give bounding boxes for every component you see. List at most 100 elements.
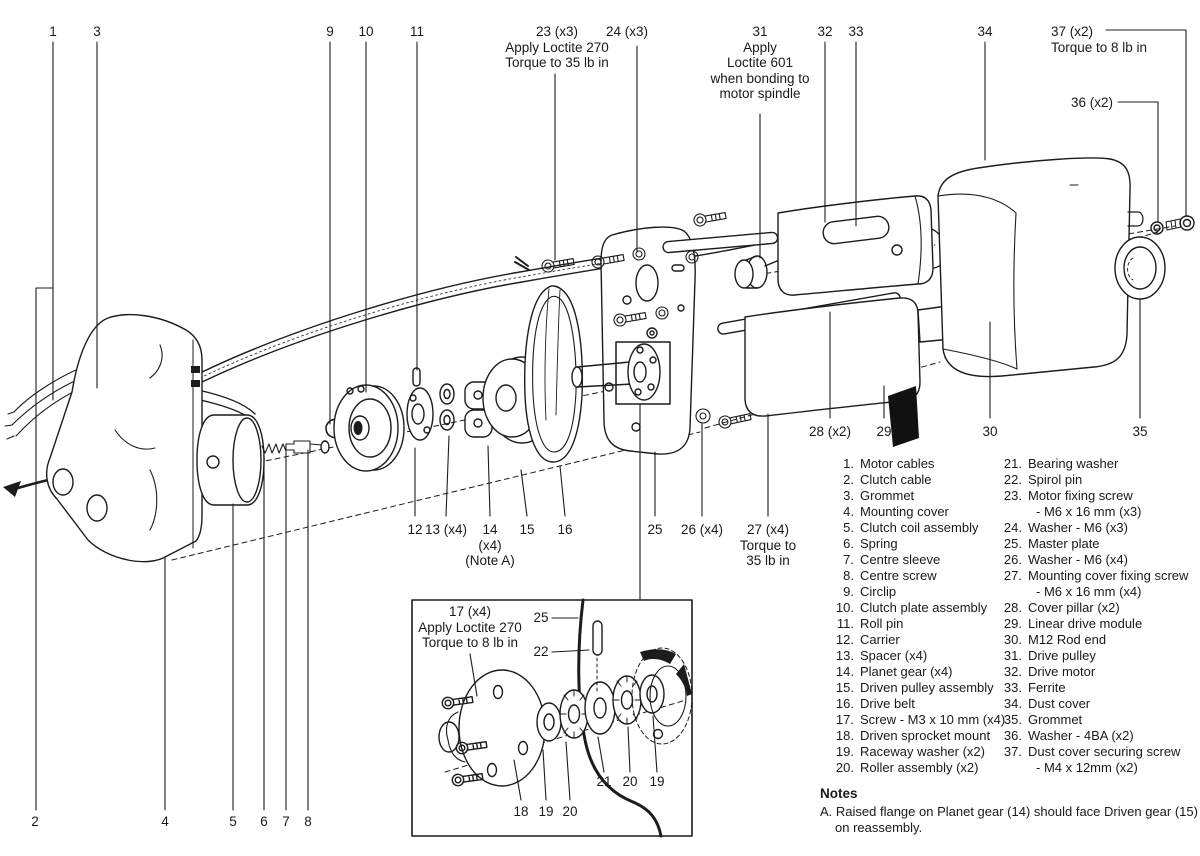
part-number: 35. <box>1003 712 1022 727</box>
part-label: Spring <box>860 536 898 551</box>
callout-28: 28 (x2) <box>808 424 852 439</box>
callout-34: 34 <box>977 24 993 39</box>
inset-callout-19: 19 <box>538 804 554 819</box>
part-label: Circlip <box>860 584 897 599</box>
parts-list-item: 19. Raceway washer (x2) <box>828 744 1005 760</box>
part-number: 18. <box>835 728 854 743</box>
parts-list-item: 16.Drive belt <box>828 696 1005 712</box>
callout-1: 1 <box>49 24 57 39</box>
parts-list-item: 21.Bearing washer <box>996 456 1188 472</box>
part-label-continuation: - M6 x 16 mm (x3) <box>1036 504 1142 519</box>
parts-list-item: 33.Ferrite <box>996 680 1188 696</box>
part-label: Clutch cable <box>860 472 932 487</box>
callout-25: 25 <box>647 522 663 537</box>
callout-29: 29 <box>876 424 892 439</box>
inset-callout-25: 25 <box>533 610 549 625</box>
callout-35: 35 <box>1132 424 1148 439</box>
part-number: 24. <box>1003 520 1022 535</box>
part-label: Roll pin <box>860 616 904 631</box>
part-label: Roller assembly (x2) <box>860 760 979 775</box>
parts-list-item: 7. Centre sleeve <box>828 552 1005 568</box>
part-number: 28. <box>1003 600 1022 615</box>
parts-list-item: 32.Drive motor <box>996 664 1188 680</box>
part-number: 29. <box>1003 616 1022 631</box>
parts-list-item: 31.Drive pulley <box>996 648 1188 664</box>
parts-list-item: 26.Washer - M6 (x4) <box>996 552 1188 568</box>
parts-list-item: 12.Carrier <box>828 632 1005 648</box>
part-number: 9. <box>843 584 854 599</box>
part-number: 15. <box>835 680 854 695</box>
part-number: 14. <box>835 664 854 679</box>
parts-list-item: 30.M12 Rod end <box>996 632 1188 648</box>
parts-list-item: 13.Spacer (x4) <box>828 648 1005 664</box>
part-number: 30. <box>1003 632 1022 647</box>
part-label: Mounting cover <box>860 504 949 519</box>
part-label: Grommet <box>860 488 915 503</box>
part-label: Raceway washer (x2) <box>860 744 985 759</box>
part-number: 36. <box>1003 728 1022 743</box>
part-label: Washer - M6 (x4) <box>1028 552 1128 567</box>
part-number: 32. <box>1003 664 1022 679</box>
parts-list-item: 28.Cover pillar (x2) <box>996 600 1188 616</box>
part-label: Spacer (x4) <box>860 648 928 663</box>
part-number: 1. <box>843 456 854 471</box>
part-label: Driven pulley assembly <box>860 680 994 695</box>
driven-pulley-and-belt-parts <box>483 286 582 462</box>
notes-section: Notes A. Raised flange on Planet gear (1… <box>820 786 1200 836</box>
part-number: 6. <box>843 536 854 551</box>
parts-list-item: 20.Roller assembly (x2) <box>828 760 1005 776</box>
callout-36: 36 (x2) <box>1071 95 1114 110</box>
part-label: Drive belt <box>860 696 915 711</box>
part-number: 7. <box>843 552 854 567</box>
part-label: Centre sleeve <box>860 552 941 567</box>
parts-list-item: 3.Grommet <box>828 488 1005 504</box>
inset-callout-19b: 19 <box>649 774 665 789</box>
part-number: 19. <box>835 744 854 759</box>
inset-callout-17-annotation: 17 (x4) Apply Loctite 270 Torque to 8 lb… <box>418 604 522 650</box>
callout-7: 7 <box>282 814 290 829</box>
parts-list-item: 24.Washer - M6 (x3) <box>996 520 1188 536</box>
inset-callout-18: 18 <box>513 804 529 819</box>
callout-33: 33 <box>848 24 864 39</box>
parts-list-item: 6. Spring <box>828 536 1005 552</box>
part-number: 27. <box>1003 568 1022 583</box>
clutch-plate-assembly-part <box>334 368 433 471</box>
parts-list-item: 37.Dust cover securing screw <box>996 744 1188 760</box>
callout-5: 5 <box>229 814 237 829</box>
part-label: Washer - 4BA (x2) <box>1028 728 1134 743</box>
part-label: Mounting cover fixing screw <box>1028 568 1189 583</box>
callout-2: 2 <box>31 814 39 829</box>
part-label: Motor cables <box>860 456 935 471</box>
parts-list-item: 10.Clutch plate assembly <box>828 600 1005 616</box>
part-label: Centre screw <box>860 568 937 583</box>
parts-list-item: 1. Motor cables <box>828 456 1005 472</box>
callout-16: 16 <box>557 522 573 537</box>
detail-zoom-source-box <box>616 342 670 404</box>
part-number: 21. <box>1003 456 1022 471</box>
part-label: Carrier <box>860 632 900 647</box>
callout-leader-lines <box>36 30 1186 810</box>
dust-cover-part <box>938 158 1194 377</box>
clutch-coil-assembly-part <box>197 415 340 505</box>
callout-11: 11 <box>409 24 425 39</box>
inset-callout-21: 21 <box>596 774 612 789</box>
part-label-continuation: - M4 x 12mm (x2) <box>1036 760 1138 775</box>
parts-list-item: 25. Master plate <box>996 536 1188 552</box>
part-number: 31. <box>1003 648 1022 663</box>
parts-list-item: 14.Planet gear (x4) <box>828 664 1005 680</box>
callout-32: 32 <box>817 24 833 39</box>
part-number: 25. <box>1003 536 1022 551</box>
part-number: 33. <box>1003 680 1022 695</box>
parts-list-item: 2.Clutch cable <box>828 472 1005 488</box>
part-label: Linear drive module <box>1028 616 1143 631</box>
callout-37-annotation: 37 (x2) Torque to 8 lb in <box>1051 24 1148 55</box>
part-label: Screw - M3 x 10 mm (x4) <box>860 712 1006 727</box>
part-label: Master plate <box>1028 536 1100 551</box>
part-label: Grommet <box>1028 712 1083 727</box>
callout-3: 3 <box>93 24 101 39</box>
parts-list-item: 35. Grommet <box>996 712 1188 728</box>
callout-10: 10 <box>358 24 374 39</box>
parts-list-item: 8.Centre screw <box>828 568 1005 584</box>
